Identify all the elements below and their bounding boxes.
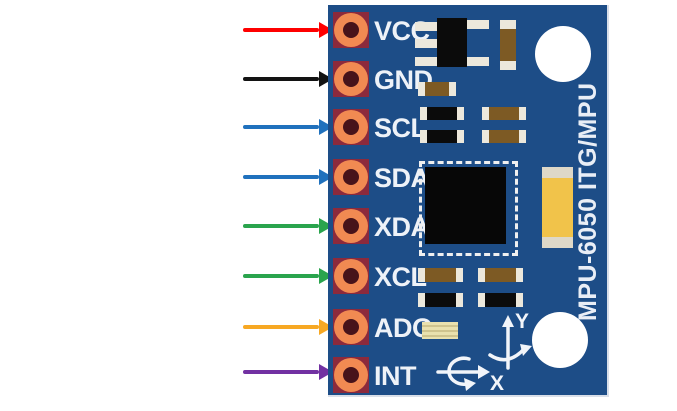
mpu6050-ic-pads (419, 161, 518, 256)
label-row-scl: Serial Clock (0, 112, 340, 142)
pin-hole (343, 22, 359, 38)
pin-xda: XDA (333, 208, 563, 244)
label-row-vcc: +3V to +5V (0, 15, 340, 45)
pin-hole (343, 218, 359, 234)
capacitor (418, 293, 463, 307)
arrow-to-ado (243, 325, 319, 329)
label-row-ado: I2C address select (0, 312, 340, 342)
voltage-regulator (437, 18, 467, 67)
x-axis-label: X (490, 372, 504, 395)
resistor (482, 130, 526, 143)
arrow-to-vcc (243, 28, 319, 32)
x-arc-arrowhead (464, 378, 476, 391)
label-row-gnd: Ground (0, 64, 340, 94)
pin-scl: SCL (333, 109, 563, 145)
regulator-pad (415, 57, 437, 66)
resistor (482, 107, 526, 120)
pin-hole (343, 319, 359, 335)
pin-name: INT (374, 361, 417, 391)
mounting-hole-top (535, 26, 591, 82)
pin-hole (343, 71, 359, 87)
pin-hole (343, 367, 359, 383)
label-row-xda: Auxiliary Serial Data (0, 211, 340, 241)
capacitor (420, 130, 464, 143)
pin-name: SCL (374, 113, 427, 143)
regulator-pad (467, 20, 489, 29)
pin-vcc: VCC (333, 12, 563, 48)
resistor (478, 268, 523, 282)
label-row-int: Interrupt (0, 357, 340, 387)
y-arc-arrowhead (520, 344, 532, 356)
arrow-to-xda (243, 224, 319, 228)
pin-hole (343, 169, 359, 185)
arrow-to-gnd (243, 77, 319, 81)
capacitor (478, 293, 523, 307)
pin-hole (343, 119, 359, 135)
arrow-to-int (243, 370, 319, 374)
label-row-sda: Serial Data (0, 162, 340, 192)
pin-gnd: GND (333, 61, 563, 97)
resistor (418, 268, 463, 282)
pin-sda: SDA (333, 159, 563, 195)
mounting-hole-bottom (532, 312, 588, 368)
resistor-vertical (500, 20, 516, 70)
arrow-to-xcl (243, 274, 319, 278)
pin-int: INT (333, 357, 563, 393)
resistor (418, 82, 456, 96)
regulator-pad (415, 22, 437, 31)
y-axis-label: Y (515, 310, 529, 333)
arrow-to-sda (243, 175, 319, 179)
label-row-xcl: Auxiliary Serial Clock (0, 261, 340, 291)
pin-xcl: XCL (333, 258, 563, 294)
axis-indicator: X Y (436, 310, 532, 395)
silkscreen-text: MPU-6050 ITG/MPU (574, 82, 602, 322)
x-rotation-arc (447, 356, 471, 387)
capacitor (420, 107, 464, 120)
pin-hole (343, 268, 359, 284)
regulator-pad (415, 39, 437, 48)
arrow-to-scl (243, 125, 319, 129)
mpu6050-ic (425, 167, 506, 244)
x-arrowhead (478, 365, 490, 379)
striped-component (422, 322, 458, 339)
tantalum-capacitor (542, 167, 573, 248)
y-arrowhead (502, 315, 514, 327)
mpu6050-board: VCC GND SCL SDA XDA (328, 5, 609, 397)
regulator-pad (467, 57, 489, 66)
